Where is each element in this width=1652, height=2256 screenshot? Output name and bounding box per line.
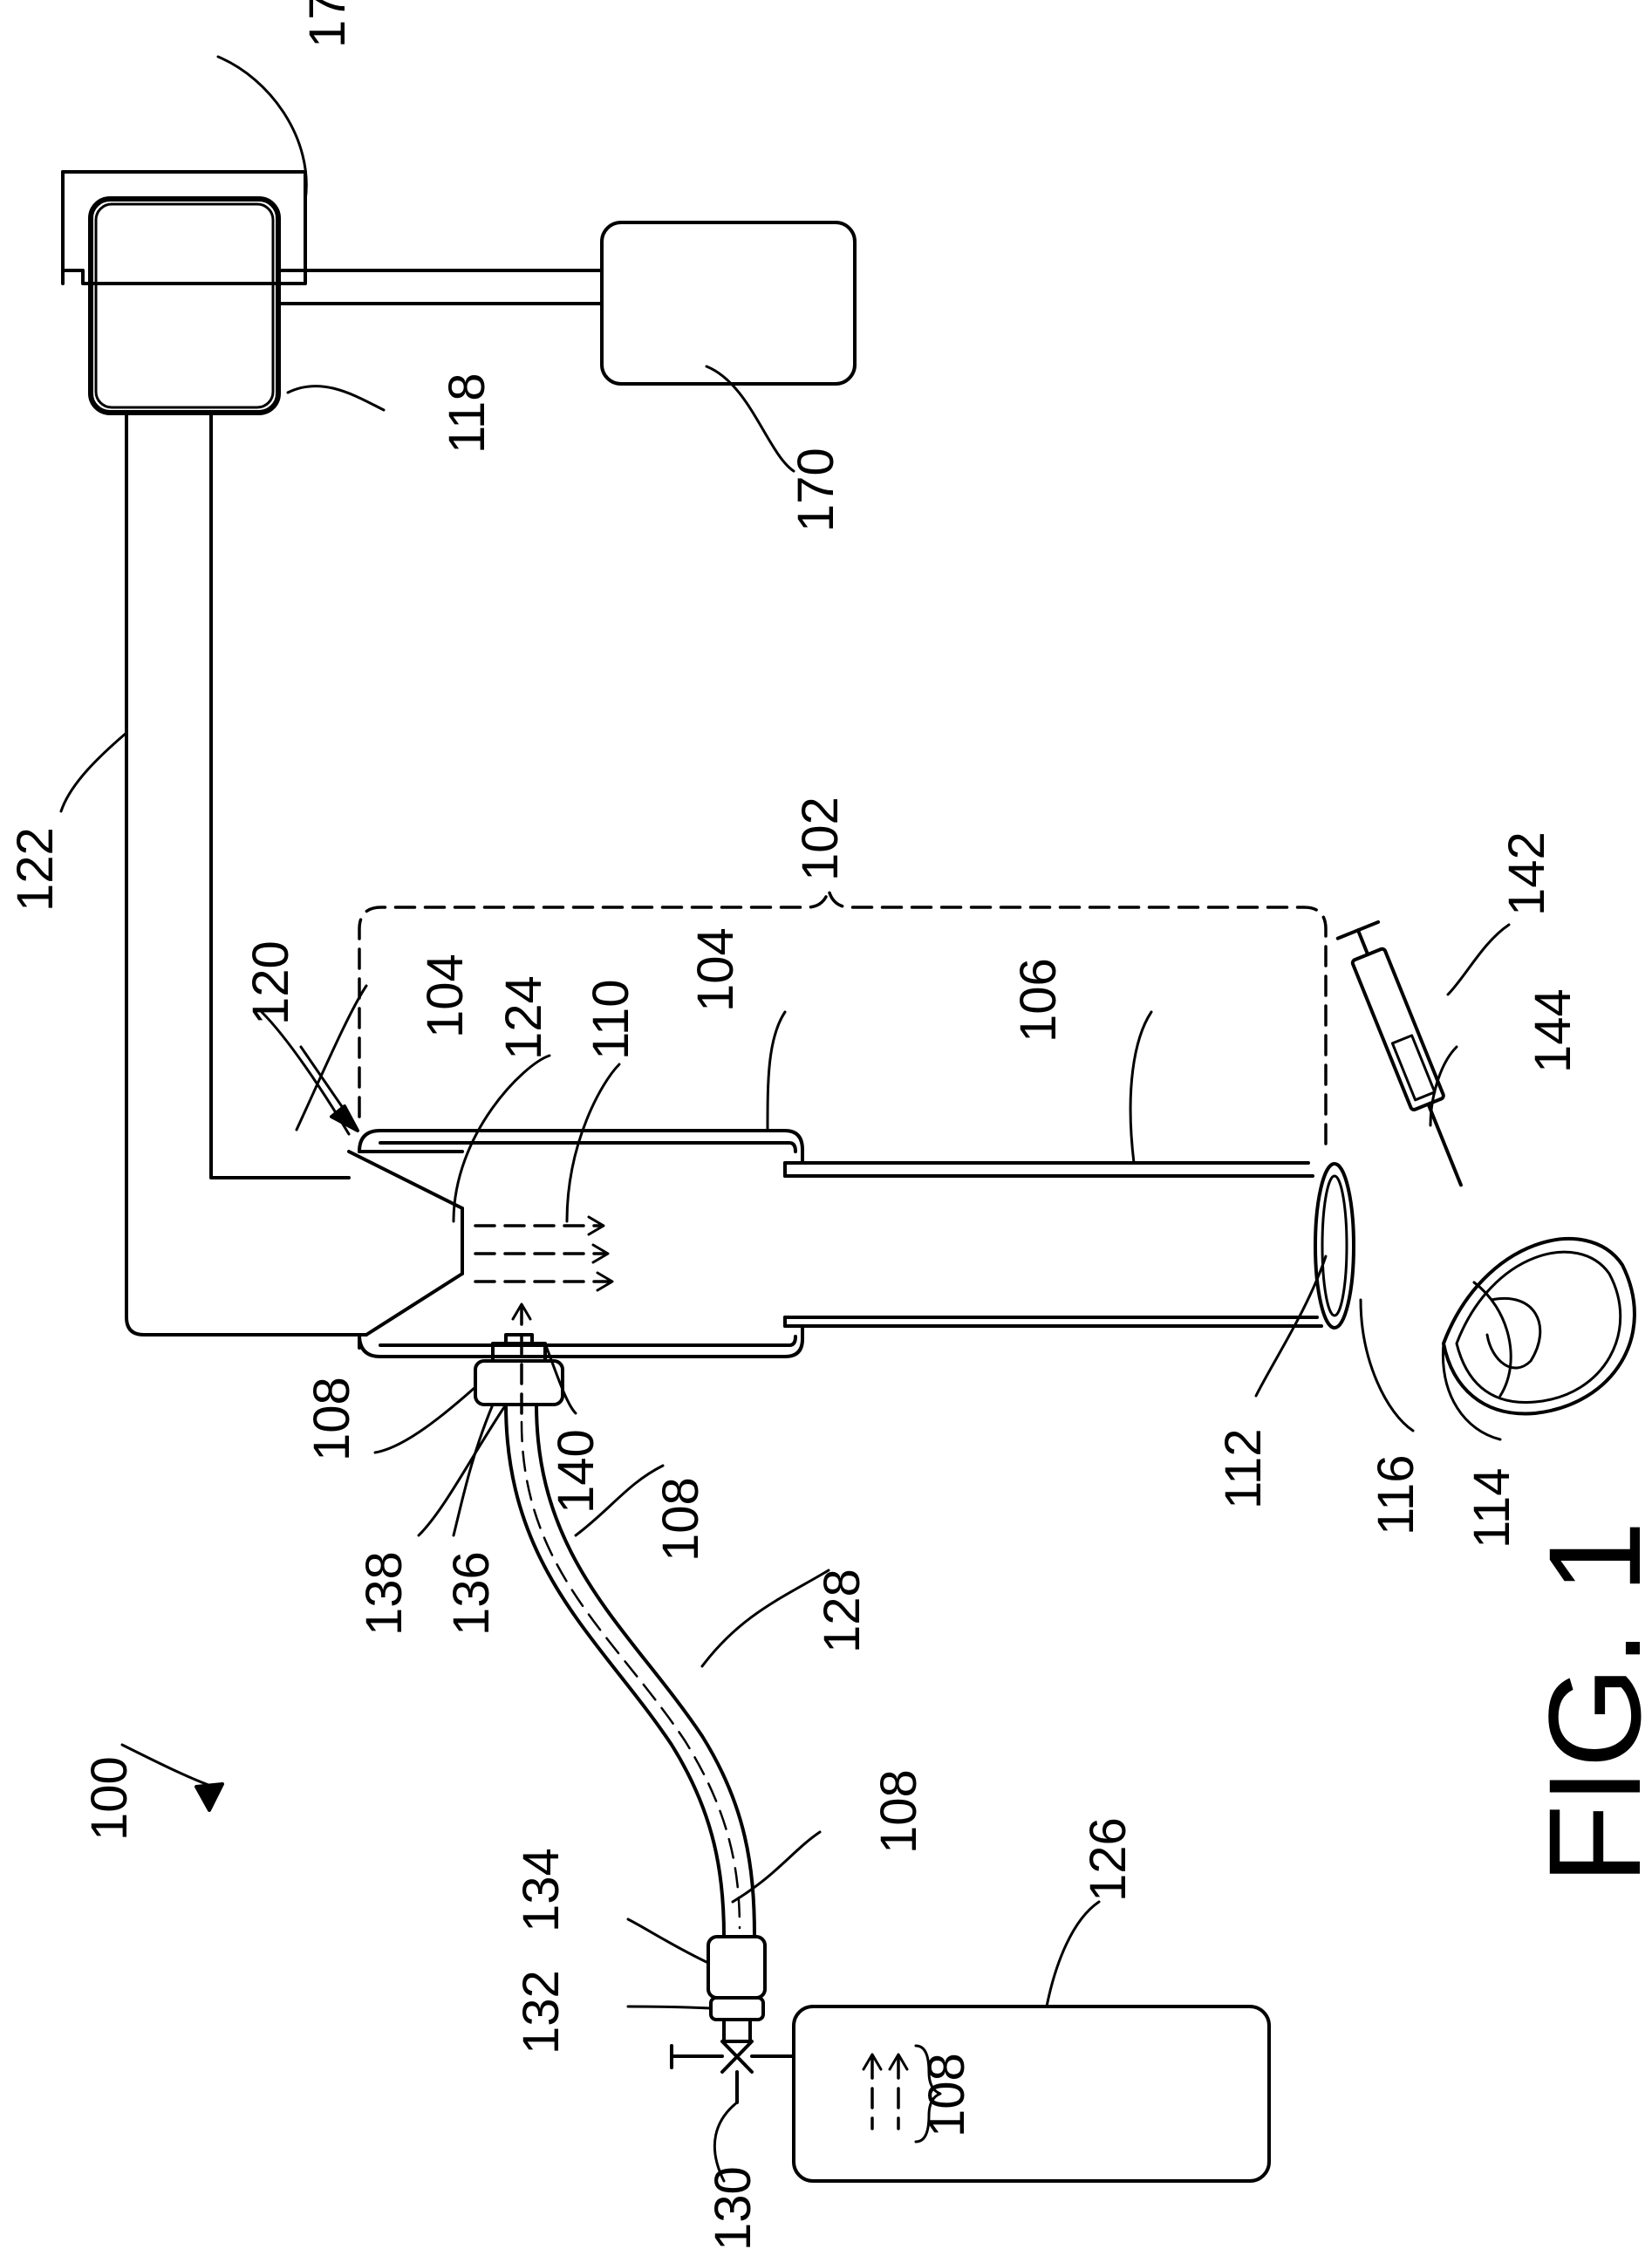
ref-108a: 108 <box>304 1377 360 1461</box>
fitting-132 <box>711 1998 763 2041</box>
ref-134: 134 <box>513 1848 570 1932</box>
ref-104a: 104 <box>417 954 474 1038</box>
ref-142: 142 <box>1498 831 1555 916</box>
ref-120: 120 <box>242 940 299 1025</box>
box-118 <box>91 199 278 413</box>
tube-106 <box>785 1163 1354 1328</box>
ref-172: 172 <box>299 0 356 48</box>
eye-114 <box>1444 1239 1635 1413</box>
ref-118: 118 <box>439 373 495 454</box>
inlet-arrow-140 <box>513 1304 530 1413</box>
ref-104b: 104 <box>687 927 744 1012</box>
ref-122: 122 <box>7 827 64 912</box>
box-118-to-170-connector <box>278 270 602 304</box>
ref-116: 116 <box>1368 1455 1424 1535</box>
ref-100: 100 <box>81 1756 138 1841</box>
ref-138: 138 <box>356 1551 413 1636</box>
ref-108d: 108 <box>918 2053 975 2137</box>
ref-102: 102 <box>792 796 849 881</box>
ref-108b: 108 <box>652 1477 709 1562</box>
ref-140: 140 <box>548 1429 604 1514</box>
ref-128: 128 <box>814 1569 870 1653</box>
valve-130 <box>672 2041 794 2102</box>
ref-110: 110 <box>583 980 639 1060</box>
box-170 <box>602 222 855 384</box>
ref-130: 130 <box>705 2166 761 2251</box>
ref-132: 132 <box>513 1970 570 2054</box>
tank-126 <box>794 2006 1269 2181</box>
ref-126: 126 <box>1080 1817 1137 1902</box>
duct-122 <box>126 413 462 1335</box>
syringe-142 <box>1338 922 1481 1193</box>
ref-170: 170 <box>788 448 844 532</box>
tube-104 <box>359 1131 802 1357</box>
fitting-134 <box>708 1937 765 1998</box>
reference-labels: 172 118 170 122 120 104 124 110 104 102 … <box>7 0 1652 2251</box>
ref-114: 114 <box>1464 1468 1520 1548</box>
flow-arrows-110 <box>475 1217 612 1290</box>
ref-136: 136 <box>443 1551 500 1636</box>
ref-124: 124 <box>495 975 552 1060</box>
box-172-housing <box>63 172 305 284</box>
ref-108c: 108 <box>870 1769 927 1854</box>
figure-label: FIG. 1 <box>1521 1521 1652 1884</box>
ref-144: 144 <box>1525 988 1581 1073</box>
ref-106: 106 <box>1010 958 1067 1043</box>
ref-112: 112 <box>1215 1429 1272 1509</box>
